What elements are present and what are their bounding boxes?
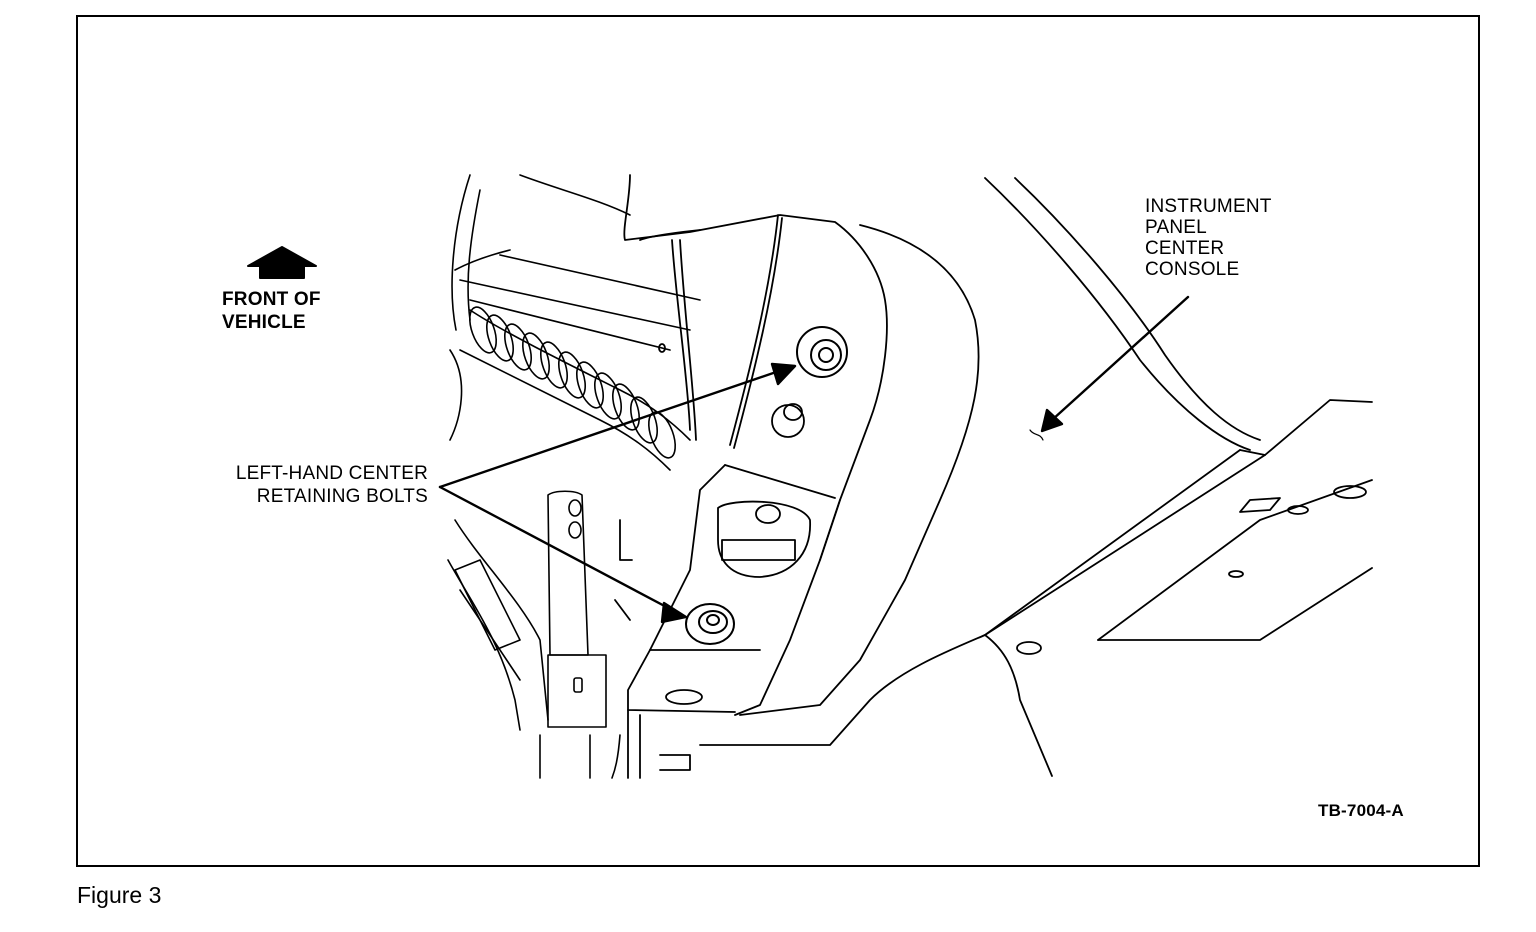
console-label-line-3: CENTER — [1145, 238, 1225, 259]
console-mounting-bracket — [614, 174, 888, 779]
retaining-bolts-label: LEFT-HAND CENTER RETAINING BOLTS — [192, 462, 428, 508]
front-label-line-2: VEHICLE — [222, 312, 306, 333]
console-label-line-4: CONSOLE — [1145, 259, 1240, 280]
vertical-bracket — [547, 490, 607, 728]
console-leader-line — [1029, 295, 1190, 441]
figure-frame — [76, 15, 1480, 867]
bolts-label-line-1: LEFT-HAND CENTER — [235, 463, 428, 484]
front-arrow-icon — [247, 246, 317, 279]
console-label-line-2: PANEL — [1145, 217, 1207, 238]
figure-caption: Figure 3 — [77, 882, 162, 908]
corrugated-hose — [459, 306, 691, 471]
upper-retaining-bolt-icon — [796, 326, 848, 378]
front-label-line-1: FRONT OF — [222, 289, 321, 310]
front-of-vehicle-label: FRONT OF VEHICLE — [222, 288, 321, 334]
left-frame-structure — [447, 174, 701, 779]
bolts-label-line-2: RETAINING BOLTS — [256, 486, 428, 507]
console-label-line-1: INSTRUMENT — [1145, 196, 1272, 217]
lower-retaining-bolt-icon — [685, 603, 735, 645]
bolt-leader-lines — [438, 362, 797, 624]
instrument-panel-label: INSTRUMENT PANEL CENTER CONSOLE — [1145, 196, 1272, 280]
figure-code: TB-7004-A — [1318, 801, 1404, 820]
center-console-panel — [699, 177, 1373, 777]
